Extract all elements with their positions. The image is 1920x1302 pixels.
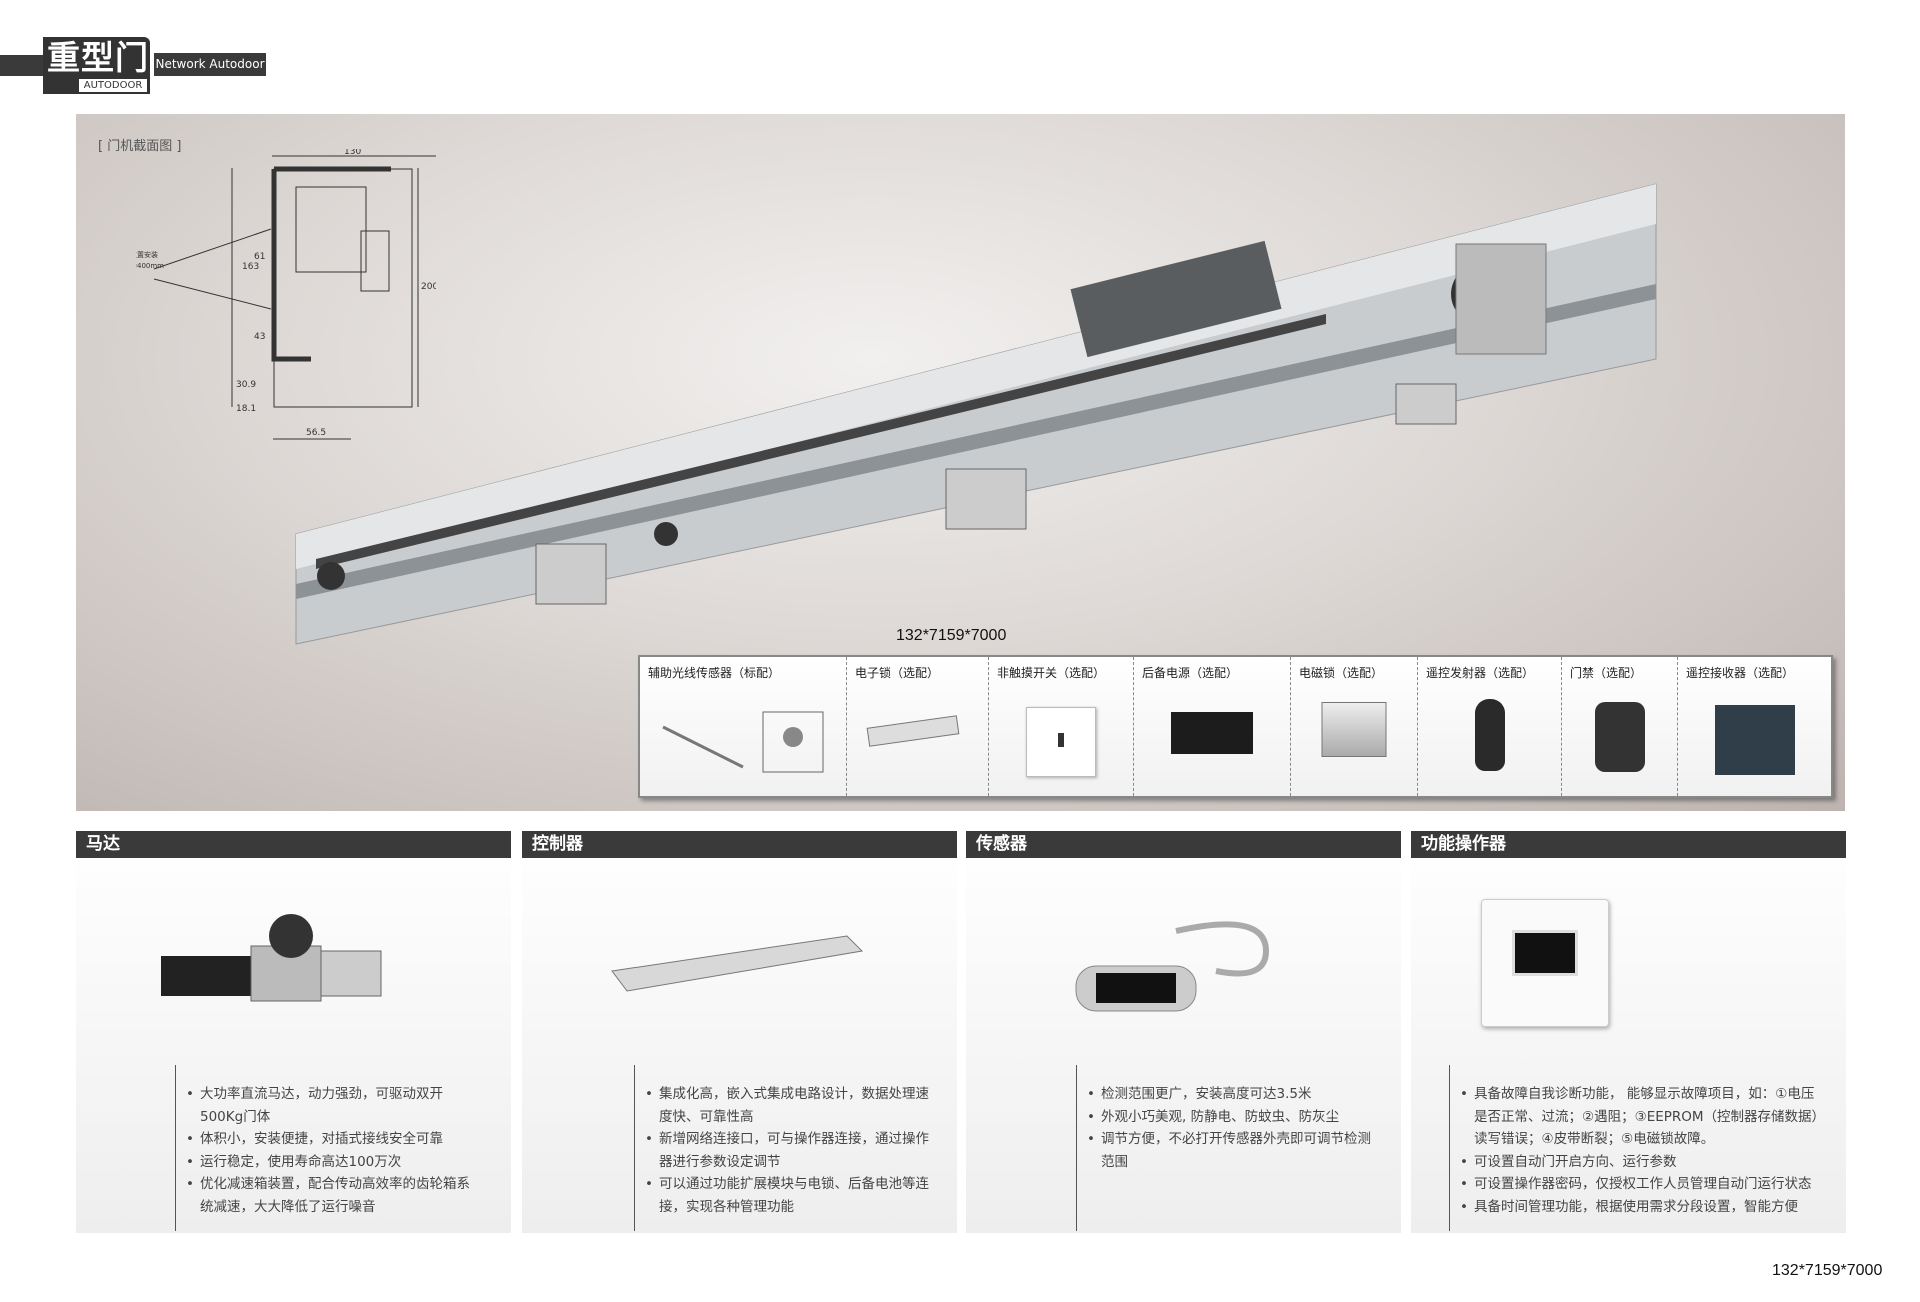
accessory-item: 辅助光线传感器（标配） bbox=[640, 657, 847, 796]
cross-section-diagram: 130 200 163 61 43 30.9 18.1 56.5 65 单侧安装… bbox=[136, 149, 436, 440]
bullet: 外观小巧美观, 防静电、防蚊虫、防灰尘 bbox=[1087, 1106, 1376, 1129]
section-bullets: 具备故障自我诊断功能， 能够显示故障项目，如：①电压是否正常、过流；②遇阻；③E… bbox=[1449, 1065, 1819, 1231]
diagram-note-1: 单侧安装并机位置安装 bbox=[136, 250, 158, 259]
section-title: 控制器 bbox=[522, 831, 957, 858]
logo-subtitle: AUTODOOR bbox=[79, 79, 147, 92]
electronic-lock-image bbox=[866, 715, 959, 747]
section-function-operator: 功能操作器 具备故障自我诊断功能， 能够显示故障项目，如：①电压是否正常、过流；… bbox=[1411, 831, 1846, 1233]
section-controller: 控制器 集成化高，嵌入式集成电路设计，数据处理速度快、可靠性高 新增网络连接口，… bbox=[522, 831, 957, 1233]
controller-image bbox=[611, 935, 864, 992]
accessory-label: 电子锁（选配） bbox=[855, 666, 940, 680]
accessory-label: 非触摸开关（选配） bbox=[997, 666, 1106, 680]
bullet: 大功率直流马达，动力强劲，可驱动双开500Kg门体 bbox=[186, 1083, 475, 1128]
door-operator-photo: [ 门机截面图 ] 130 200 163 61 43 30.9 18.1 56… bbox=[76, 114, 1845, 811]
accessory-item: 遥控发射器（选配） bbox=[1418, 657, 1562, 796]
logo: 重型门 AUTODOOR bbox=[43, 37, 150, 94]
section-title: 马达 bbox=[76, 831, 511, 858]
accessory-label: 电磁锁（选配） bbox=[1299, 666, 1384, 680]
section-bullets: 大功率直流马达，动力强劲，可驱动双开500Kg门体 体积小，安装便捷，对插式接线… bbox=[175, 1065, 475, 1231]
accessory-label: 辅助光线传感器（标配） bbox=[648, 666, 781, 680]
section-sensor: 传感器 检测范围更广，安装高度可达3.5米 外观小巧美观, 防静电、防蚊虫、防灰… bbox=[966, 831, 1401, 1233]
dim-d4: 30.9 bbox=[236, 380, 256, 390]
accessory-item: 电子锁（选配） bbox=[847, 657, 989, 796]
accessory-item: 电磁锁（选配） bbox=[1291, 657, 1418, 796]
accessory-label: 遥控发射器（选配） bbox=[1426, 666, 1535, 680]
accessory-item: 非触摸开关（选配） bbox=[989, 657, 1134, 796]
bullet: 可设置自动门开启方向、运行参数 bbox=[1460, 1151, 1819, 1174]
bullet: 新增网络连接口，可与操作器连接，通过操作器进行参数设定调节 bbox=[645, 1128, 934, 1173]
accessories-panel: 辅助光线传感器（标配） 电子锁（选配） 非触摸开关（选配） 后备电源（选配） 电… bbox=[638, 655, 1833, 798]
dim-d5: 18.1 bbox=[236, 404, 256, 414]
door-operator-rail-image bbox=[295, 183, 1657, 645]
dim-d1: 163 bbox=[242, 262, 259, 272]
footer-code: 132*7159*7000 bbox=[1772, 1262, 1883, 1279]
header-bar bbox=[0, 55, 43, 76]
accessory-item: 后备电源（选配） bbox=[1134, 657, 1291, 796]
function-operator-image bbox=[1481, 899, 1609, 1027]
bullet: 可以通过功能扩展模块与电锁、后备电池等连接，实现各种管理功能 bbox=[645, 1173, 934, 1218]
bullet: 可设置操作器密码，仅授权工作人员管理自动门运行状态 bbox=[1460, 1173, 1819, 1196]
dim-d2: 61 bbox=[254, 252, 265, 262]
dim-d6: 56.5 bbox=[306, 428, 326, 438]
product-code: 132*7159*7000 bbox=[896, 627, 1007, 644]
bullet: 运行稳定，使用寿命高达100万次 bbox=[186, 1151, 475, 1174]
section-bullets: 集成化高，嵌入式集成电路设计，数据处理速度快、可靠性高 新增网络连接口，可与操作… bbox=[634, 1065, 934, 1231]
diagram-note-2: 螺钉静间间距为400mm bbox=[136, 261, 164, 270]
dim-height: 200 bbox=[421, 282, 436, 292]
sensor-image bbox=[1075, 921, 1270, 1012]
header-subtitle: Network Autodoor bbox=[154, 53, 266, 76]
section-title: 传感器 bbox=[966, 831, 1401, 858]
section-bullets: 检测范围更广，安装高度可达3.5米 外观小巧美观, 防静电、防蚊虫、防灰尘 调节… bbox=[1076, 1065, 1376, 1231]
remote-receiver-image bbox=[1714, 705, 1795, 775]
accessory-label: 遥控接收器（选配） bbox=[1686, 666, 1795, 680]
bullet: 检测范围更广，安装高度可达3.5米 bbox=[1087, 1083, 1376, 1106]
backup-battery-image bbox=[1171, 712, 1253, 754]
bullet: 优化减速箱装置，配合传动高效率的齿轮箱系统减速，大大降低了运行噪音 bbox=[186, 1173, 475, 1218]
access-control-keypad-image bbox=[1594, 702, 1645, 772]
accessory-item: 门禁（选配） bbox=[1562, 657, 1678, 796]
bullet: 体积小，安装便捷，对插式接线安全可靠 bbox=[186, 1128, 475, 1151]
bullet: 具备时间管理功能，根据使用需求分段设置，智能方便 bbox=[1460, 1196, 1819, 1219]
photo-sensor-image bbox=[662, 711, 824, 773]
dim-width: 130 bbox=[344, 149, 361, 157]
magnetic-lock-image bbox=[1321, 702, 1387, 757]
bullet: 调节方便，不必打开传感器外壳即可调节检测范围 bbox=[1087, 1128, 1376, 1173]
bullet: 集成化高，嵌入式集成电路设计，数据处理速度快、可靠性高 bbox=[645, 1083, 934, 1128]
motor-image bbox=[161, 914, 382, 1002]
accessory-label: 门禁（选配） bbox=[1570, 666, 1643, 680]
accessory-label: 后备电源（选配） bbox=[1142, 666, 1239, 680]
touchless-switch-image bbox=[1026, 707, 1096, 777]
accessory-item: 遥控接收器（选配） bbox=[1678, 657, 1831, 796]
diagram-label: [ 门机截面图 ] bbox=[98, 139, 182, 154]
logo-title: 重型门 bbox=[47, 38, 149, 77]
section-title: 功能操作器 bbox=[1411, 831, 1846, 858]
remote-transmitter-image bbox=[1474, 699, 1505, 771]
bullet: 具备故障自我诊断功能， 能够显示故障项目，如：①电压是否正常、过流；②遇阻；③E… bbox=[1460, 1083, 1819, 1151]
section-motor: 马达 大功率直流马达，动力强劲，可驱动双开500Kg门体 体积小，安装便捷，对插… bbox=[76, 831, 511, 1233]
dim-d3: 43 bbox=[254, 332, 265, 342]
